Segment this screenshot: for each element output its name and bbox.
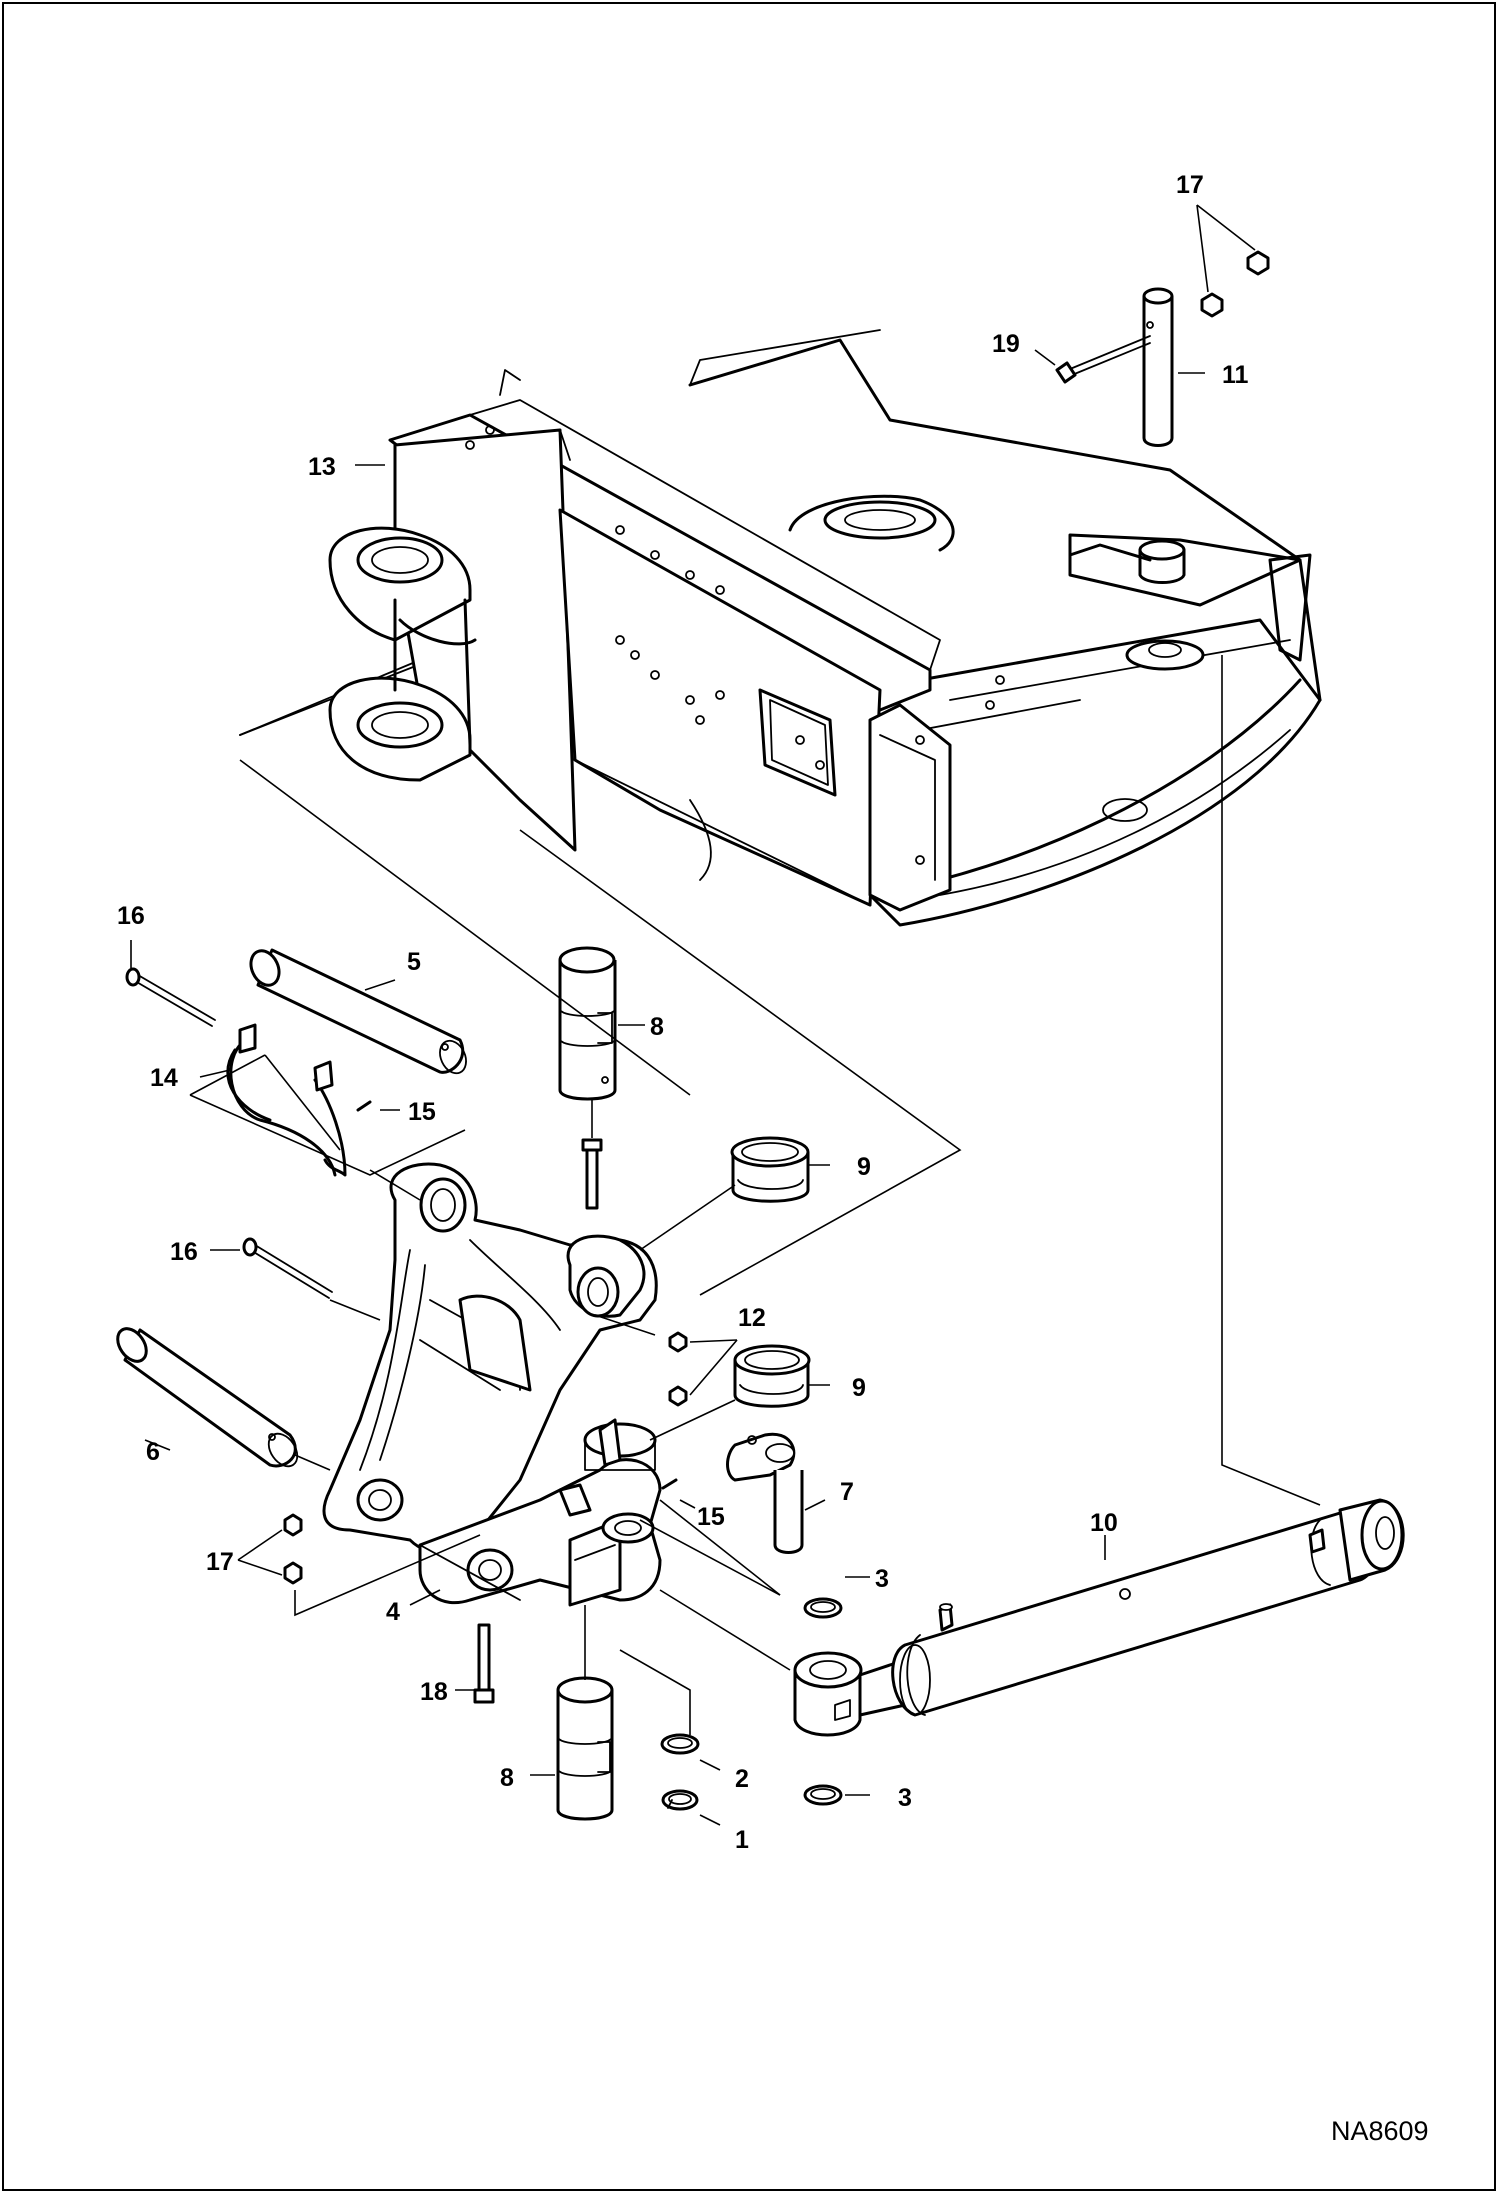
callout-9-upper: 9 <box>857 1153 871 1181</box>
spring-pin-icon <box>356 1100 372 1112</box>
nut-icon <box>283 1513 303 1585</box>
nut-icon <box>668 1331 688 1407</box>
cylinder-pin-icon <box>726 1432 804 1554</box>
shim-icon <box>660 1733 700 1755</box>
callout-1: 1 <box>735 1826 749 1854</box>
callout-10: 10 <box>1090 1509 1118 1537</box>
callout-9-lower: 9 <box>852 1374 866 1402</box>
upper-frame-icon <box>239 329 1322 927</box>
callout-6: 6 <box>146 1438 160 1466</box>
bolt-icon <box>1055 335 1151 384</box>
callout-17-top: 17 <box>1176 171 1204 199</box>
shim-icon <box>803 1784 843 1806</box>
pivot-pin-icon <box>1142 287 1174 447</box>
callout-12: 12 <box>738 1304 766 1332</box>
bolt-icon <box>581 1138 603 1210</box>
bolt-icon <box>242 1237 333 1299</box>
pin-icon <box>556 1676 614 1821</box>
callout-18: 18 <box>420 1678 448 1706</box>
callout-7: 7 <box>840 1478 854 1506</box>
bolt-icon <box>473 1623 495 1704</box>
nut-icon <box>1200 250 1270 318</box>
bolt-icon <box>125 967 216 1027</box>
callout-13: 13 <box>308 453 336 481</box>
callout-15-upper: 15 <box>408 1098 436 1126</box>
pin-icon <box>249 948 467 1075</box>
callout-4: 4 <box>386 1598 400 1626</box>
drawing-reference-code: NA8609 <box>1331 2116 1429 2146</box>
spring-pin-icon <box>661 1478 678 1490</box>
leader-lines <box>130 204 1321 1826</box>
callout-19: 19 <box>992 330 1020 358</box>
callout-11: 11 <box>1222 361 1249 389</box>
swing-bracket-icon <box>322 1162 662 1607</box>
hose-guide-icon <box>226 1023 347 1177</box>
callout-8-lower: 8 <box>500 1764 514 1792</box>
callout-labels: 13 11 19 17 16 5 14 15 8 9 12 16 9 6 7 1… <box>117 171 1249 1854</box>
callout-15-lower: 15 <box>697 1503 725 1531</box>
callout-2: 2 <box>735 1765 749 1793</box>
callout-3-upper: 3 <box>875 1565 889 1593</box>
snap-ring-icon <box>661 1789 699 1811</box>
swing-cylinder-icon <box>793 1498 1405 1737</box>
callout-8-top: 8 <box>650 1013 664 1041</box>
callout-14: 14 <box>150 1064 178 1092</box>
bushing-icon <box>733 1344 811 1408</box>
callout-17-lower: 17 <box>206 1548 234 1576</box>
pin-icon <box>558 946 617 1101</box>
callout-3-lower: 3 <box>898 1784 912 1812</box>
callout-16-lower: 16 <box>170 1238 198 1266</box>
callout-5: 5 <box>407 948 421 976</box>
pin-icon <box>116 1327 299 1468</box>
callout-16-top: 16 <box>117 902 145 930</box>
shim-icon <box>803 1597 843 1619</box>
bushing-icon <box>730 1136 810 1203</box>
